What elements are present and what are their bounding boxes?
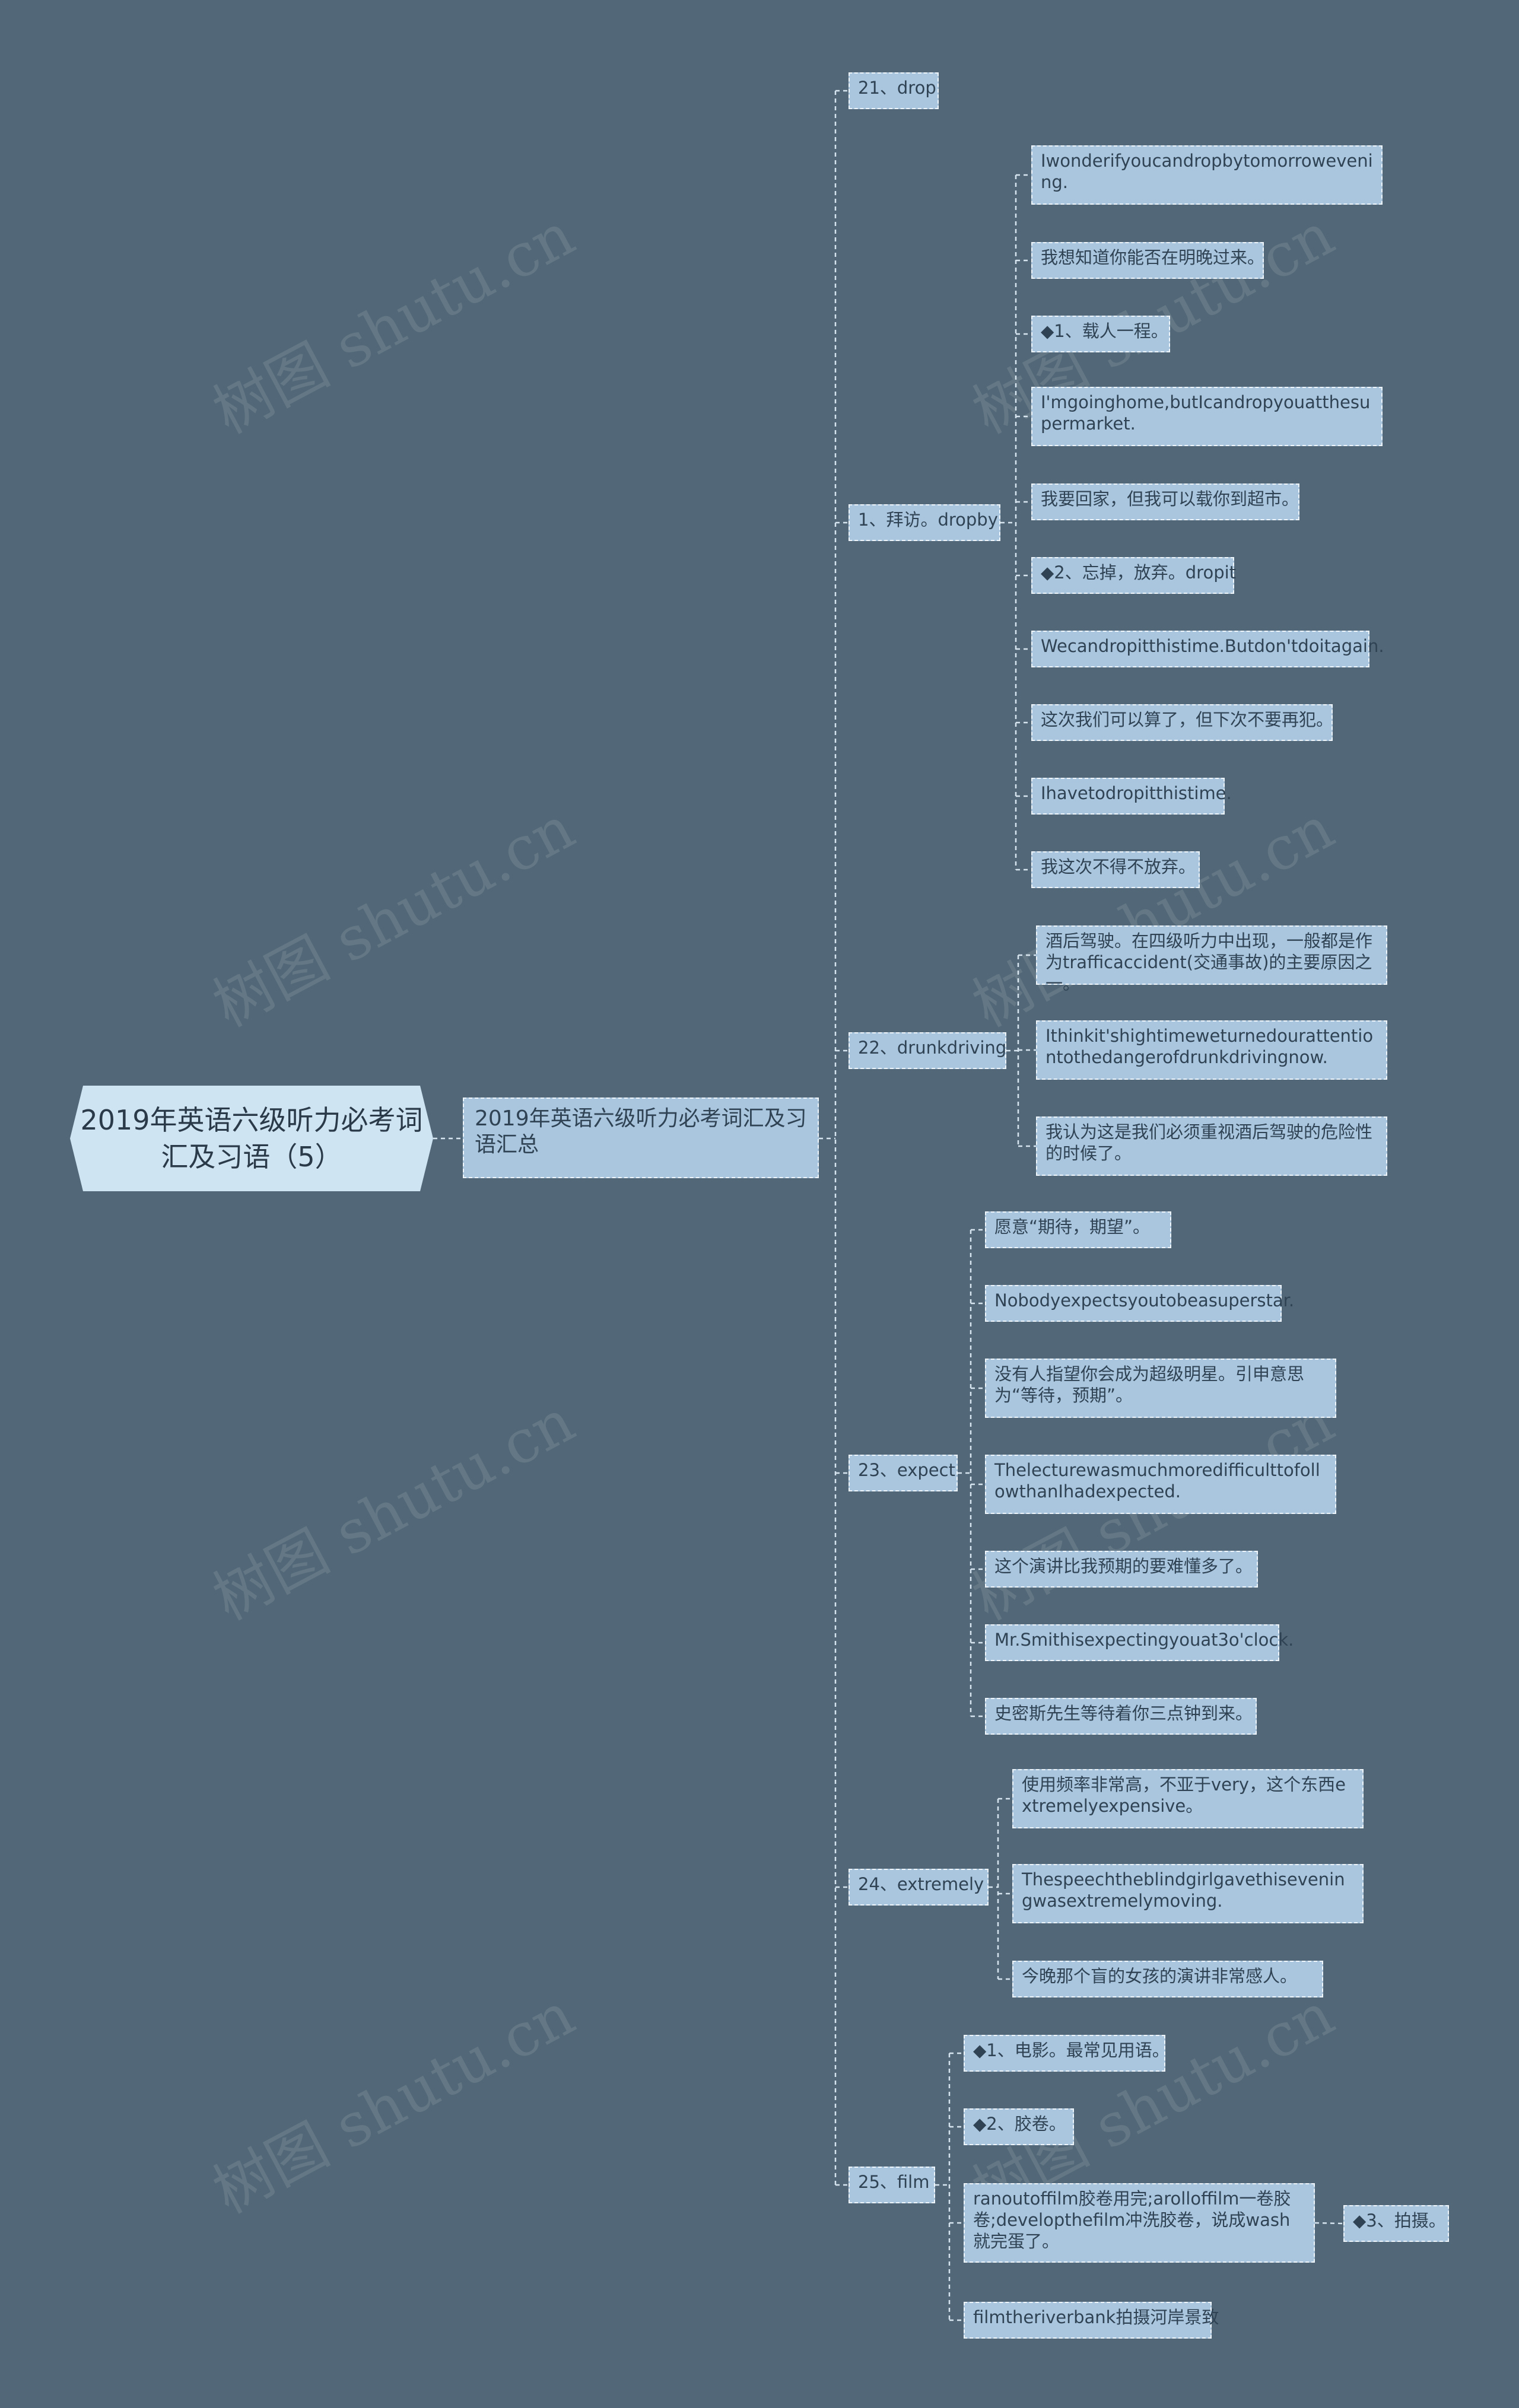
leaf-node[interactable]: 我想知道你能否在明晚过来。 bbox=[1031, 242, 1264, 279]
leaf-node[interactable]: Nobodyexpectsyoutobeasuperstar. bbox=[985, 1285, 1294, 1322]
topic-node[interactable]: 24、extremely bbox=[849, 1869, 989, 1906]
leaf-node[interactable]: ◆1、载人一程。 bbox=[1031, 316, 1170, 352]
topic-node[interactable]: 22、drunkdriving bbox=[849, 1032, 1006, 1069]
leaf-node[interactable]: ◆2、胶卷。 bbox=[964, 2108, 1074, 2145]
leaf-node[interactable]: Thelecturewasmuchmoredifficulttofollowth… bbox=[985, 1455, 1336, 1514]
leaf-node[interactable]: 今晚那个盲的女孩的演讲非常感人。 bbox=[1012, 1961, 1323, 1997]
leaf-node[interactable]: Wecandropitthistime.Butdon'tdoitagain. bbox=[1031, 631, 1384, 667]
leaf-node[interactable]: 没有人指望你会成为超级明星。引申意思为“等待，预期”。 bbox=[985, 1359, 1336, 1418]
topic-node[interactable]: 1、拜访。dropby bbox=[849, 504, 1000, 541]
leaf-node[interactable]: Ithinkit'shightimeweturnedourattentionto… bbox=[1036, 1020, 1387, 1080]
topic-node[interactable]: 25、film bbox=[849, 2167, 935, 2203]
topic-node[interactable]: 23、expect bbox=[849, 1455, 958, 1491]
leaf-node[interactable]: filmtheriverbank拍摄河岸景致 bbox=[964, 2302, 1219, 2339]
leaf-node[interactable]: Thespeechtheblindgirlgavethiseveningwase… bbox=[1012, 1864, 1364, 1923]
topic-node[interactable]: 21、drop bbox=[849, 72, 939, 109]
leaf-node[interactable]: 这次我们可以算了，但下次不要再犯。 bbox=[1031, 704, 1333, 741]
leaf-node[interactable]: 这个演讲比我预期的要难懂多了。 bbox=[985, 1551, 1258, 1588]
level1-node[interactable]: 2019年英语六级听力必考词汇及习语汇总 bbox=[463, 1098, 819, 1178]
leaf-node[interactable]: Ihavetodropitthistime. bbox=[1031, 778, 1232, 815]
leaf-node[interactable]: 使用频率非常高，不亚于very，这个东西extremelyexpensive。 bbox=[1012, 1769, 1364, 1828]
leaf-node[interactable]: ranoutoffilm胶卷用完;arolloffilm一卷胶卷;develop… bbox=[964, 2183, 1315, 2263]
leaf-node[interactable]: Mr.Smithisexpectingyouat3o'clock. bbox=[985, 1624, 1294, 1661]
leaf-node[interactable]: 我要回家，但我可以载你到超市。 bbox=[1031, 483, 1299, 520]
leaf-node[interactable]: I'mgoinghome,butIcandropyouatthesupermar… bbox=[1031, 387, 1383, 446]
root-node-title: 2019年英语六级听力必考词汇及习语（5） bbox=[80, 1104, 423, 1173]
leaf-node[interactable]: 酒后驾驶。在四级听力中出现，一般都是作为trafficaccident(交通事故… bbox=[1036, 925, 1387, 994]
leaf-node[interactable]: ◆2、忘掉，放弃。dropit bbox=[1031, 557, 1236, 594]
root-node[interactable]: 2019年英语六级听力必考词汇及习语（5） bbox=[70, 1086, 433, 1191]
leaf-node[interactable]: 愿意“期待，期望”。 bbox=[985, 1211, 1171, 1248]
leaf-node[interactable]: 我这次不得不放弃。 bbox=[1031, 851, 1200, 888]
leaf-node[interactable]: 史密斯先生等待着你三点钟到来。 bbox=[985, 1698, 1257, 1735]
leaf-node[interactable]: ◆1、电影。最常见用语。 bbox=[964, 2035, 1170, 2072]
leaf-node[interactable]: Iwonderifyoucandropbytomorrowevening. bbox=[1031, 145, 1383, 205]
leaf-node[interactable]: 我认为这是我们必须重视酒后驾驶的危险性的时候了。 bbox=[1036, 1116, 1387, 1176]
leaf-node[interactable]: ◆3、拍摄。 bbox=[1343, 2205, 1449, 2242]
